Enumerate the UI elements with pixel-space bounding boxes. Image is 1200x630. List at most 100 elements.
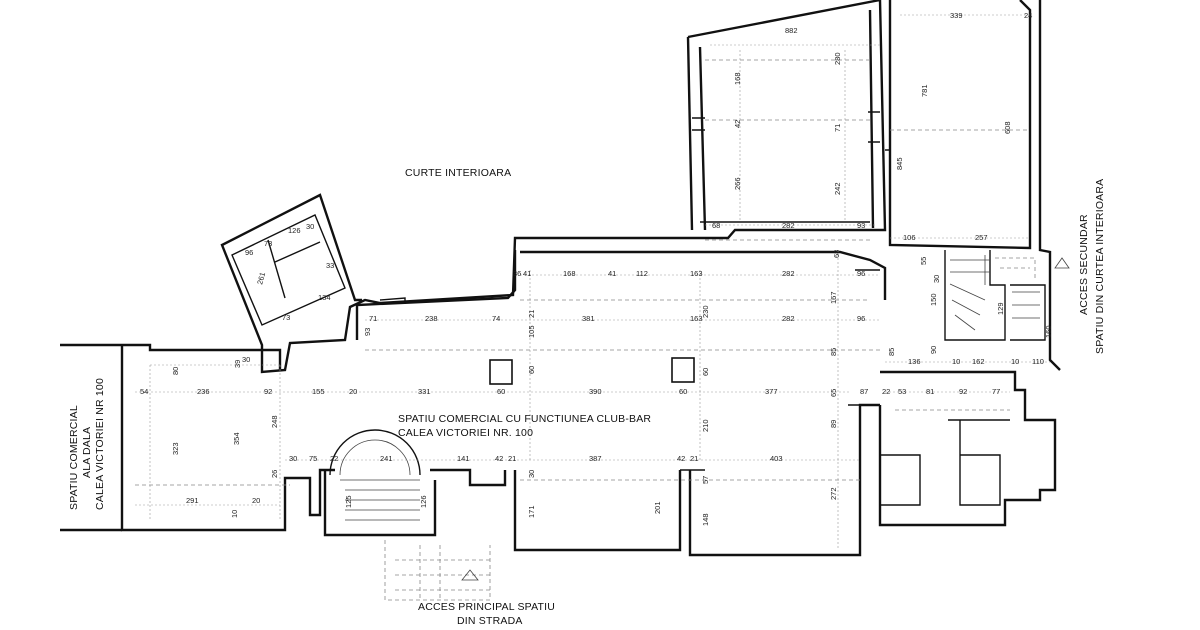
dim-label: 134 (318, 293, 331, 302)
dim-label: 24 (1024, 11, 1032, 20)
dim-label: 112 (636, 269, 648, 278)
right-rooms-wall (878, 370, 1057, 527)
dim-label: 21 (508, 454, 516, 463)
dim-label: 92 (264, 387, 272, 396)
dimension-numbers: 339 24 882 168 280 781 42 71 608 845 266… (140, 11, 1053, 526)
dim-label: 141 (457, 454, 470, 463)
dim-label: 21 (527, 310, 536, 318)
dim-label: 387 (589, 454, 602, 463)
pillar-2 (671, 357, 695, 383)
dim-label: 68 (832, 250, 841, 258)
dim-label: 60 (497, 387, 505, 396)
dim-label: 22 (330, 454, 338, 463)
dim-label: 21 (690, 454, 698, 463)
dim-label: 248 (270, 415, 279, 428)
dim-label: 257 (975, 233, 988, 242)
dim-label: 126 (419, 495, 428, 508)
dim-label: 81 (926, 387, 934, 396)
dim-label: 20 (349, 387, 357, 396)
dim-label: 73 (282, 313, 290, 322)
dim-label: 608 (1003, 121, 1012, 134)
pillar-1 (489, 359, 513, 385)
dim-label: 36 (513, 269, 521, 278)
dim-label: 10 (952, 357, 960, 366)
dim-label: 26 (270, 470, 279, 478)
dim-label: 105 (527, 325, 536, 338)
dim-label: 85 (887, 348, 896, 356)
entrance-steps (340, 479, 420, 521)
dimension-lines (135, 14, 1050, 550)
main-north-wall (355, 250, 517, 340)
dim-label: 323 (171, 442, 180, 455)
dim-label: 241 (380, 454, 393, 463)
dim-label: 236 (197, 387, 210, 396)
dim-label: 126 (288, 226, 301, 235)
main-space-label: SPATIU COMERCIAL CU FUNCTIUNEA CLUB-BAR (398, 413, 651, 425)
dim-label: 30 (289, 454, 297, 463)
walls (60, 0, 1061, 557)
wing-partitions (692, 111, 890, 223)
left-room-wall (120, 343, 335, 532)
dim-label: 125 (344, 495, 353, 508)
dim-label: 272 (829, 487, 838, 500)
dim-label: 80 (171, 367, 180, 375)
dim-label: 75 (309, 454, 317, 463)
dim-label: 160 (1044, 325, 1053, 338)
dim-label: 85 (829, 348, 838, 356)
dim-label: 201 (653, 501, 662, 514)
north-wing-wall (686, 9, 875, 231)
dim-label: 42 (495, 454, 503, 463)
staircase (949, 255, 1070, 331)
dim-label: 163 (690, 314, 703, 323)
dim-label: 42 (677, 454, 685, 463)
left-outer-wall (60, 343, 122, 532)
dim-label: 163 (690, 269, 703, 278)
dim-label: 55 (919, 257, 928, 265)
outer-wall (220, 0, 887, 374)
dim-label: 242 (833, 182, 842, 195)
dim-label: 96 (857, 314, 865, 323)
dim-label: 65 (829, 389, 838, 397)
grid-lines (135, 59, 1030, 486)
dim-label: 73 (264, 239, 272, 248)
dim-label: 92 (959, 387, 967, 396)
dim-label: 266 (733, 177, 742, 190)
dim-label: 54 (140, 387, 148, 396)
dim-label: 354 (232, 432, 241, 445)
dim-label: 41 (608, 269, 616, 278)
dim-label: 882 (785, 26, 798, 35)
dim-label: 96 (857, 269, 865, 278)
stair-dash (995, 257, 1036, 280)
dim-label: 390 (589, 387, 602, 396)
entrance-arc (329, 429, 421, 476)
dim-label: 168 (563, 269, 576, 278)
dim-label: 42 (733, 120, 742, 128)
dim-label: 261 (255, 271, 267, 285)
dim-label: 74 (492, 314, 500, 323)
dim-label: 331 (418, 387, 431, 396)
dim-label: 93 (857, 221, 865, 230)
dim-label: 60 (527, 366, 536, 374)
dim-label: 280 (833, 52, 842, 65)
dim-label: 60 (701, 368, 710, 376)
main-access-street: DIN STRADA (457, 615, 523, 627)
north-east-wall (888, 0, 1061, 371)
secondary-access-label: ACCES SECUNDAR (1078, 214, 1090, 315)
dim-label: 230 (701, 305, 710, 318)
dim-label: 148 (701, 513, 710, 526)
main-access-label: ACCES PRINCIPAL SPATIU (418, 601, 555, 613)
dim-label: 377 (765, 387, 778, 396)
dim-label: 238 (425, 314, 438, 323)
dim-label: 339 (950, 11, 963, 20)
dim-label: 57 (701, 476, 710, 484)
dim-label: 30 (527, 470, 536, 478)
secondary-access-triangle (1054, 257, 1070, 269)
vestibule-wall (323, 470, 437, 537)
dim-label: 77 (992, 387, 1000, 396)
dim-label: 33 (326, 261, 334, 270)
room-labels: CURTE INTERIOARA SPATIU COMERCIAL CU FUN… (68, 167, 1106, 627)
stair-wall (944, 250, 1046, 341)
main-north-wall-right (520, 250, 887, 300)
entrance (329, 429, 491, 601)
dim-label: 291 (186, 496, 199, 505)
